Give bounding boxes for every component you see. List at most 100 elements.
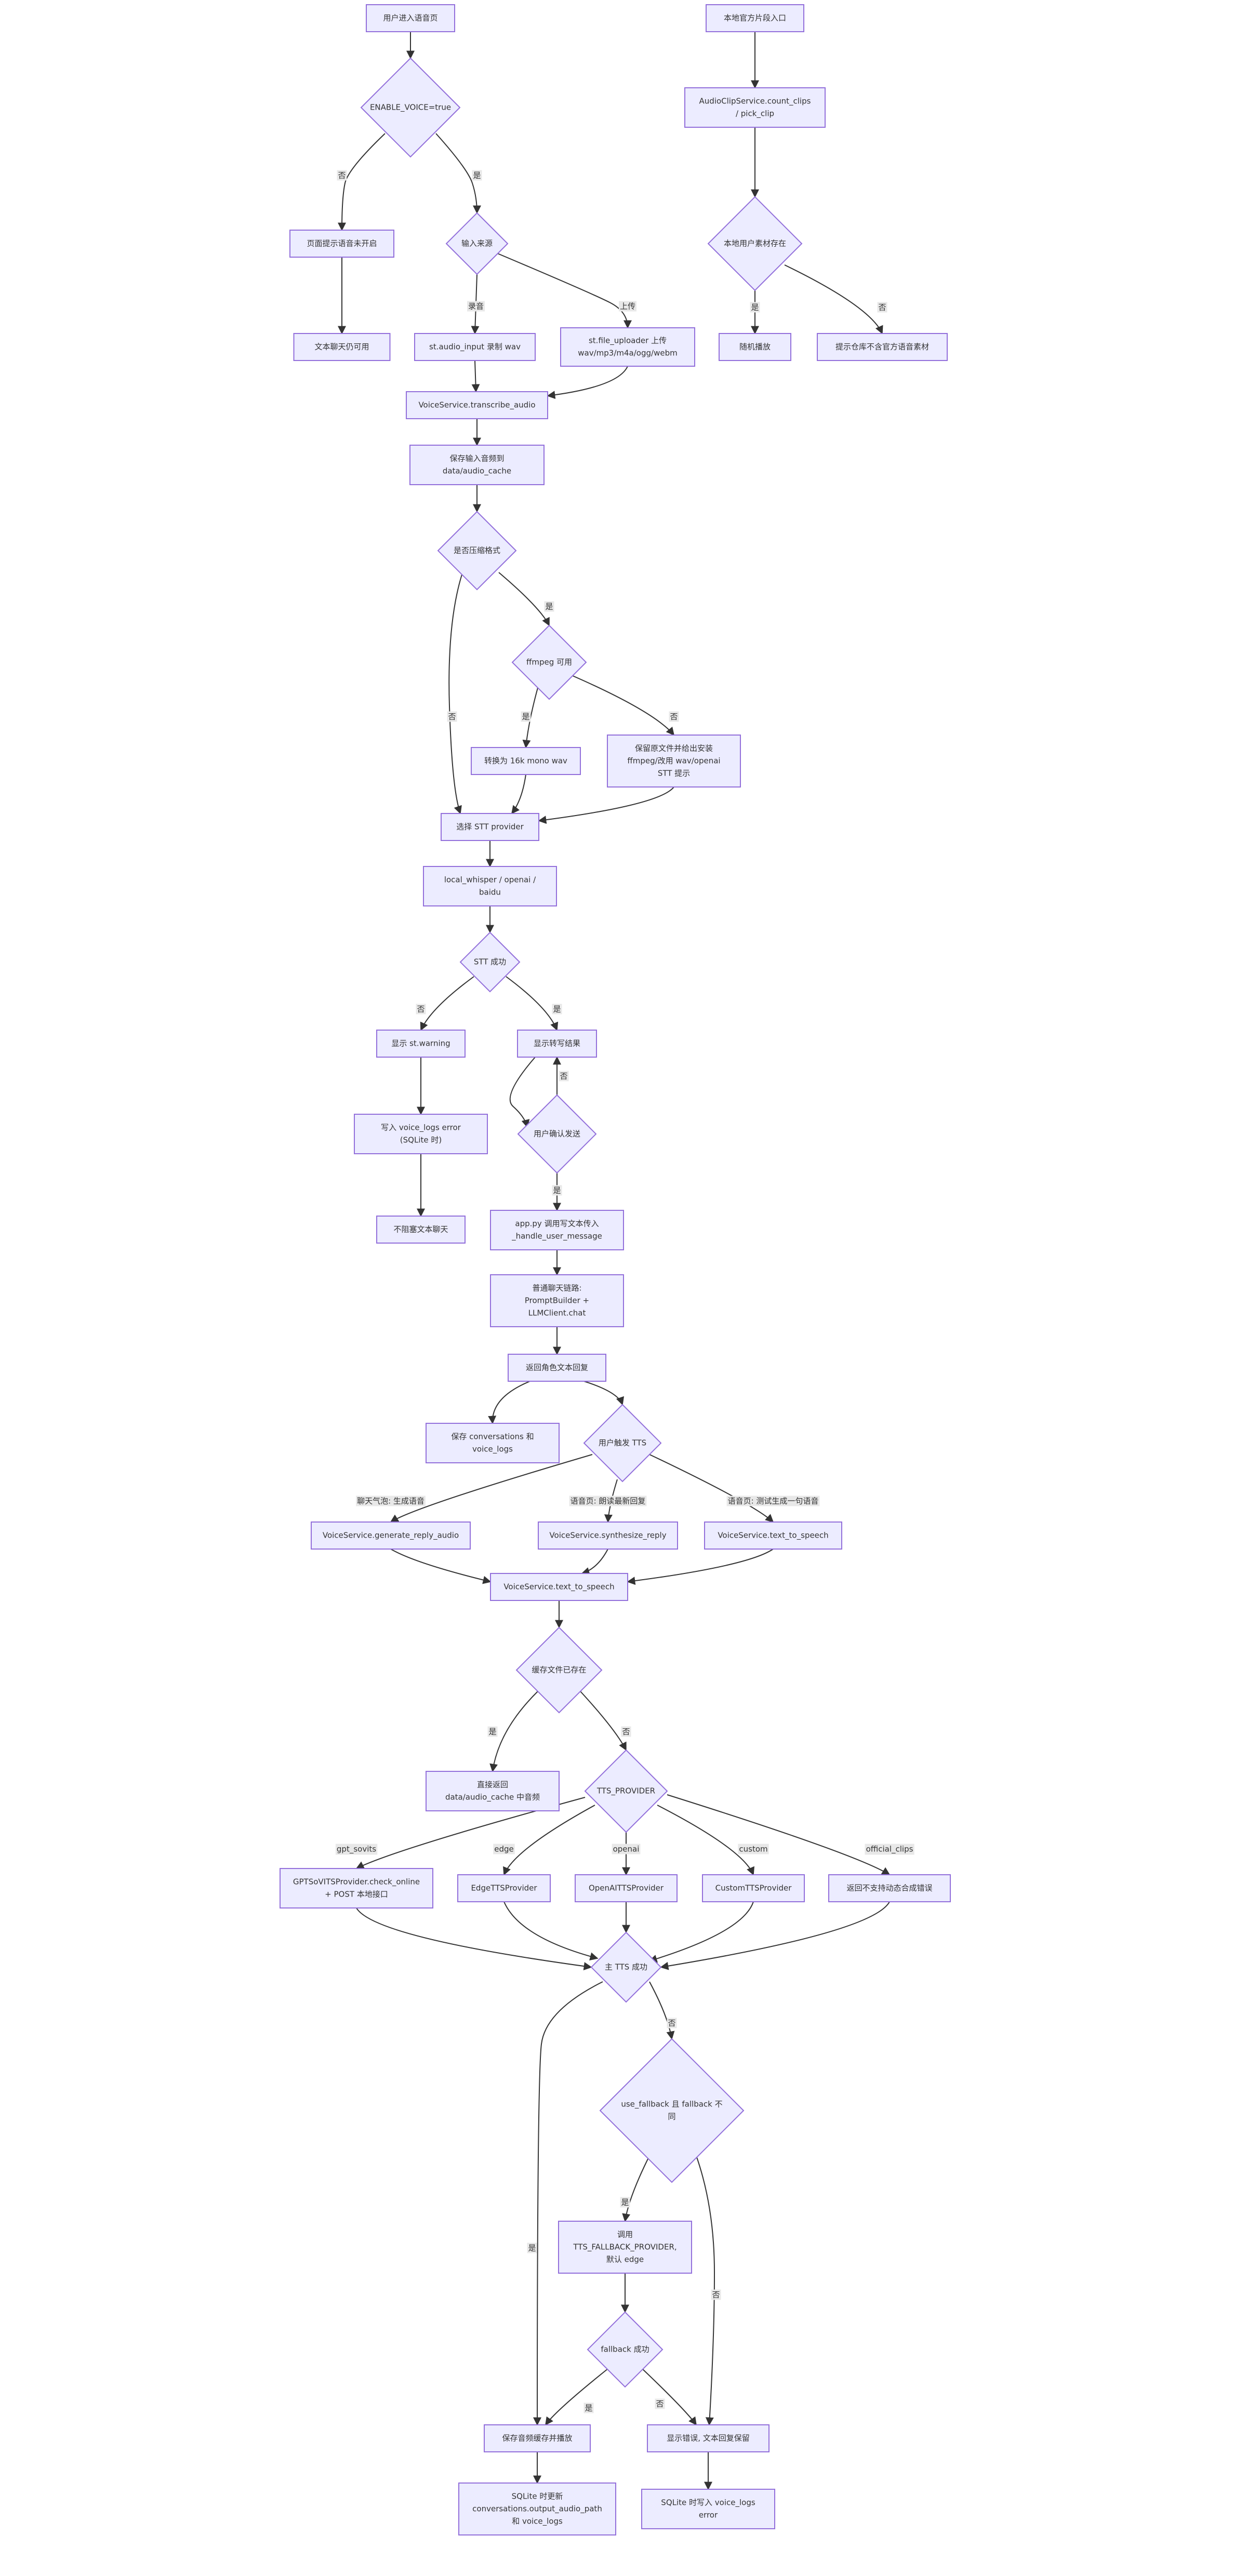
node-label: 返回角色文本回复 <box>526 1363 588 1372</box>
edge-audio-input-to-transcribe <box>471 360 480 393</box>
edge-label-background <box>618 301 637 312</box>
node-label: app.py 调用写文本传入 <box>515 1219 599 1229</box>
node-label: 主 TTS 成功 <box>605 1963 647 1972</box>
edge-label-text: 聊天气泡: 生成语音 <box>357 1497 424 1506</box>
node-label: 保存输入音频到 <box>449 454 504 463</box>
node-label: 保存音频缓存并播放 <box>502 2434 572 2443</box>
node-label: OpenAITTSProvider <box>589 1884 664 1893</box>
node-fallback-ok: fallback 成功 <box>587 2311 664 2388</box>
node-label: 本地用户素材存在 <box>724 239 786 248</box>
node-user-tts: 用户触发 TTS <box>583 1404 662 1483</box>
decision-diamond <box>599 2038 745 2183</box>
edge-label-text: 否 <box>670 712 678 722</box>
process-box <box>484 2424 591 2452</box>
node-start-voice: 用户进入语音页 <box>366 4 455 32</box>
edge-synth-reply-to-text-to-speech-b <box>581 1549 608 1576</box>
edge-label: 是 <box>527 2243 537 2253</box>
edge-label-background <box>467 301 485 312</box>
edge-label-background <box>667 2018 677 2028</box>
edge-label: 是 <box>750 302 760 313</box>
edge-label-text: 录音 <box>468 302 484 311</box>
edge-label: 是 <box>521 711 531 722</box>
process-box <box>458 2482 616 2535</box>
node-is-compressed: 是否压缩格式 <box>437 511 517 591</box>
edge-label-background <box>472 170 482 181</box>
edge-label-background <box>521 711 531 722</box>
node-sqlite-update: SQLite 时更新conversations.output_audio_pat… <box>458 2482 616 2535</box>
process-box <box>406 391 548 419</box>
node-label: 显示 st.warning <box>391 1039 450 1048</box>
node-label: AudioClipService.count_clips <box>699 97 811 106</box>
edge-label: 录音 <box>467 301 485 312</box>
node-label: conversations.output_audio_path <box>472 2504 602 2514</box>
node-text-to-speech-a: VoiceService.text_to_speech <box>704 1521 842 1550</box>
process-box <box>293 333 391 361</box>
node-label: data/audio_cache 中音频 <box>445 1793 540 1803</box>
edge-label: 否 <box>877 302 887 313</box>
edge-fallback-ok-to-show-error <box>642 2368 697 2426</box>
node-label: VoiceService.transcribe_audio <box>418 401 535 410</box>
node-label: baidu <box>479 888 501 897</box>
edge-label-text: 是 <box>751 303 759 312</box>
node-choose-stt: 选择 STT provider <box>441 813 539 841</box>
node-label: 用户触发 TTS <box>599 1438 646 1448</box>
edge-label: 是 <box>487 1726 498 1737</box>
node-stt-ok: STT 成功 <box>459 931 521 993</box>
edge-label: 否 <box>711 2289 721 2300</box>
edge-label-text: 否 <box>560 1072 567 1081</box>
edge-label: 否 <box>667 2018 677 2028</box>
node-label: PromptBuilder + <box>525 1296 589 1305</box>
node-gen-reply-audio: VoiceService.generate_reply_audio <box>311 1521 471 1550</box>
node-label: 和 voice_logs <box>512 2517 563 2527</box>
process-box <box>575 1874 678 1902</box>
decision-diamond <box>583 1404 662 1483</box>
node-label: 提示仓库不含官方语音素材 <box>835 342 929 352</box>
node-label: STT 成功 <box>474 957 506 967</box>
edge-unsupported-to-main-tts-ok <box>660 1901 890 1970</box>
edge-enable-voice-to-input-source <box>435 133 481 214</box>
decision-diamond <box>587 2311 664 2388</box>
node-label: + POST 本地接口 <box>325 1890 388 1899</box>
edge-label: 否 <box>559 1071 569 1082</box>
edge-label-text: 是 <box>585 2404 592 2413</box>
edge-label-background <box>552 1185 562 1196</box>
node-label: 显示错误, 文本回复保留 <box>667 2434 750 2443</box>
node-label: 默认 edge <box>606 2255 644 2264</box>
node-app-handle: app.py 调用写文本传入 _handle_user_message <box>490 1210 624 1250</box>
edge-tts-provider-to-custom-tts <box>657 1805 754 1876</box>
process-box <box>607 735 741 788</box>
edge-label: official_clips <box>865 1844 914 1855</box>
node-tts-provider: TTS_PROVIDER <box>584 1749 668 1833</box>
edge-label-text: 是 <box>553 1186 561 1195</box>
edge-label-text: custom <box>739 1845 767 1854</box>
edge-label-background <box>337 170 347 181</box>
node-transcribe: VoiceService.transcribe_audio <box>406 391 548 419</box>
decision-diamond <box>437 511 517 591</box>
edge-cache-exists-to-return-cache <box>489 1691 538 1772</box>
decision-diamond <box>459 931 521 993</box>
node-label: 本地官方片段入口 <box>724 14 786 23</box>
node-label: 保存 conversations 和 <box>451 1432 534 1442</box>
edge-label-background <box>493 1844 515 1854</box>
edge-label-background <box>621 1726 631 1737</box>
edge-label-text: 语音页: 朗读最新回复 <box>571 1497 646 1506</box>
edge-label: 是 <box>544 601 554 612</box>
edge-label-background <box>447 711 457 722</box>
edge-tts-provider-to-unsupported <box>667 1794 891 1875</box>
process-box <box>426 1771 560 1811</box>
edge-label-text: 是 <box>522 712 529 722</box>
node-label: / pick_clip <box>736 109 774 119</box>
edge-local-exists-to-no-official <box>784 264 883 335</box>
node-label: 保留原文件并给出安装 <box>635 744 713 753</box>
edge-ffmpeg-ok-to-keep-original <box>571 675 675 736</box>
node-label: CustomTTSProvider <box>715 1884 792 1893</box>
process-box <box>817 333 948 361</box>
node-label: st.audio_input 录制 wav <box>429 342 521 352</box>
node-label: 不阻塞文本聊天 <box>393 1225 448 1234</box>
edge-label-background <box>750 302 760 313</box>
edge-label-text: 否 <box>656 2399 664 2409</box>
process-box <box>702 1874 805 1902</box>
node-user-confirm: 用户确认发送 <box>517 1094 597 1174</box>
node-label: _handle_user_message <box>511 1232 602 1242</box>
process-box <box>641 2489 775 2529</box>
